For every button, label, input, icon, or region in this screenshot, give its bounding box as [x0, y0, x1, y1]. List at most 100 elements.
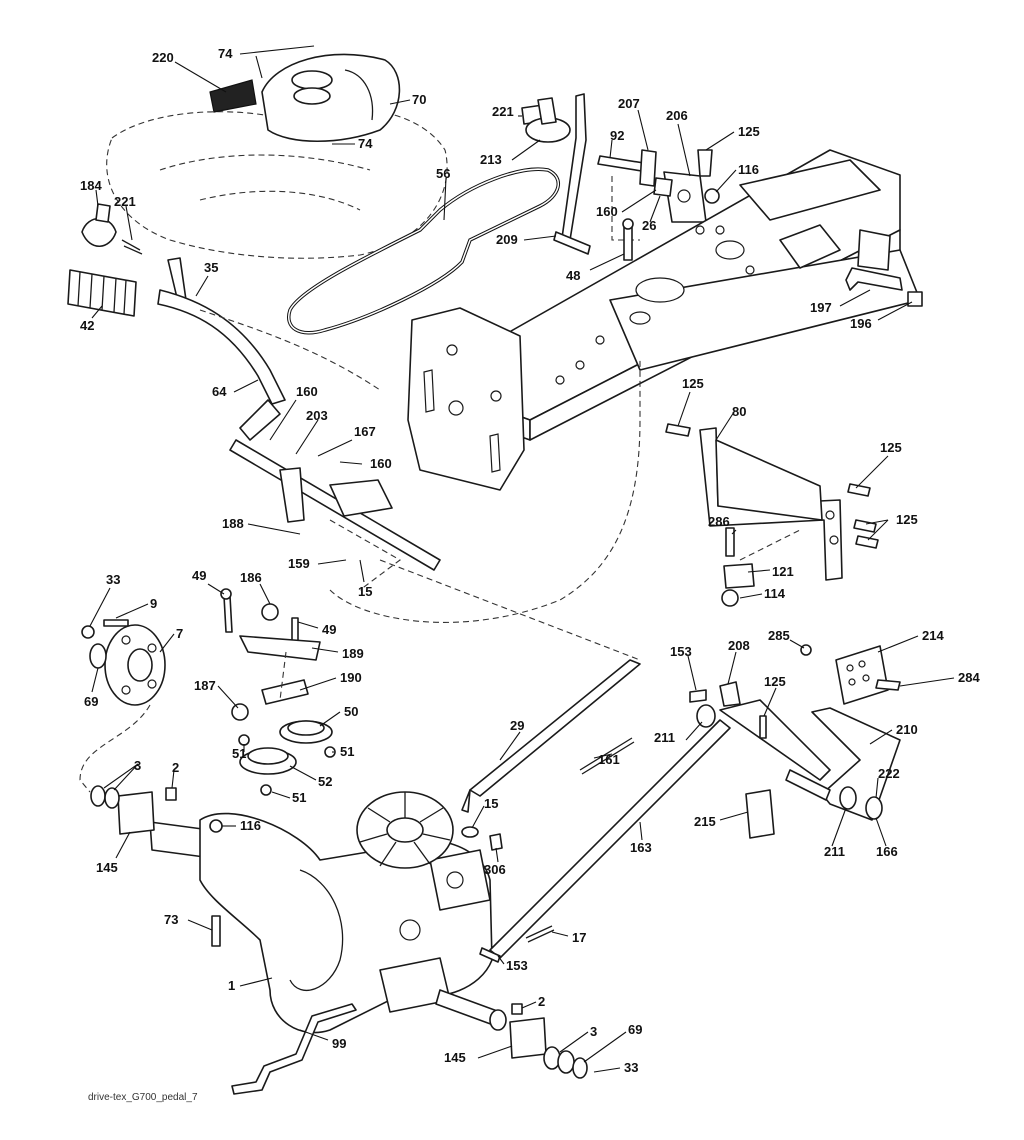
callout: 125: [764, 674, 786, 689]
callout: 2: [538, 994, 545, 1009]
callout: 7: [176, 626, 183, 641]
callout: 196: [850, 316, 872, 331]
hub-guide: [79, 704, 151, 793]
callout: 207: [618, 96, 640, 111]
idler-assembly: [220, 588, 336, 796]
key: [165, 787, 177, 801]
washer: [461, 826, 479, 838]
callout: 51: [340, 744, 354, 759]
callout: 161: [598, 752, 620, 767]
knob: [81, 217, 117, 248]
callout: 214: [922, 628, 944, 643]
shift-lever: [157, 257, 381, 441]
axle-bracket-right: [509, 1017, 547, 1059]
callout: 220: [152, 50, 174, 65]
hood-outline: [106, 108, 448, 259]
spring: [525, 925, 555, 943]
bypass-rod: [231, 1003, 357, 1095]
callout: 64: [212, 384, 227, 399]
callout-labels: 220 74 70 74 184 221 42 35 64 160 203 16…: [80, 46, 980, 1075]
callout: 186: [240, 570, 262, 585]
callout: 197: [810, 300, 832, 315]
dash-panel: [261, 53, 401, 142]
callout: 2: [172, 760, 179, 775]
rear-rod: [845, 267, 903, 291]
callout: 114: [764, 586, 786, 601]
callout: 153: [506, 958, 528, 973]
callout: 26: [642, 218, 656, 233]
rear-bolt: [907, 291, 923, 307]
callout: 188: [222, 516, 244, 531]
clip: [479, 947, 501, 963]
side-bracket: [665, 423, 879, 581]
callout: 125: [682, 376, 704, 391]
callout: 160: [596, 204, 618, 219]
callout: 125: [738, 124, 760, 139]
callout: 116: [738, 162, 759, 177]
callout: 160: [296, 384, 318, 399]
bolt: [211, 915, 221, 947]
callout: 3: [590, 1024, 597, 1039]
axle-bracket-left: [117, 791, 155, 835]
callout: 29: [510, 718, 524, 733]
callout: 73: [164, 912, 178, 927]
callout: 17: [572, 930, 586, 945]
pin: [489, 833, 503, 851]
callout: 80: [732, 404, 746, 419]
brake-rod: [469, 659, 641, 797]
drawing-caption: drive-tex_G700_pedal_7: [88, 1092, 198, 1103]
callout: 33: [624, 1060, 638, 1075]
callout: 125: [880, 440, 902, 455]
transaxle: [149, 812, 507, 1034]
washer: [557, 1050, 575, 1074]
knob-cap: [95, 203, 111, 223]
callout: 99: [332, 1036, 346, 1051]
callout: 159: [288, 556, 310, 571]
callout: 69: [628, 1022, 642, 1037]
key: [511, 1003, 523, 1015]
control-rod: [553, 93, 591, 255]
washer: [543, 1046, 561, 1070]
callout: 284: [958, 670, 980, 685]
washer: [90, 785, 106, 807]
shift-grip: [67, 269, 137, 317]
callout: 3: [134, 758, 141, 773]
callout: 125: [896, 512, 918, 527]
callout: 33: [106, 572, 120, 587]
callout: 51: [232, 746, 246, 761]
bracket-clamp: [723, 563, 755, 589]
callout: 15: [484, 796, 498, 811]
callout: 69: [84, 694, 98, 709]
bracket-nut: [721, 589, 739, 607]
callout: 213: [480, 152, 502, 167]
callout: 221: [492, 104, 514, 119]
callout: 48: [566, 268, 580, 283]
bolt: [623, 225, 633, 261]
callout: 15: [358, 584, 372, 599]
leader-lines: [89, 45, 955, 1073]
rod-route-line: [379, 559, 641, 661]
callout: 166: [876, 844, 898, 859]
callout: 35: [204, 260, 218, 275]
callout: 50: [344, 704, 358, 719]
bolt-head: [622, 218, 634, 230]
callout: 121: [772, 564, 794, 579]
drive-belt: [287, 167, 560, 335]
callout: 189: [342, 646, 364, 661]
callout: 211: [824, 844, 845, 859]
callout: 163: [630, 840, 652, 855]
callout: 285: [768, 628, 790, 643]
pedal-assembly: [689, 644, 901, 839]
callout: 74: [218, 46, 233, 61]
callout: 221: [114, 194, 136, 209]
callout: 306: [484, 862, 506, 877]
callout: 184: [80, 178, 102, 193]
callout: 187: [194, 678, 216, 693]
callout: 211: [654, 730, 675, 745]
callout: 51: [292, 790, 306, 805]
nut: [209, 819, 223, 833]
washer: [572, 1057, 588, 1079]
callout: 160: [370, 456, 392, 471]
hair-clip: [121, 239, 143, 255]
